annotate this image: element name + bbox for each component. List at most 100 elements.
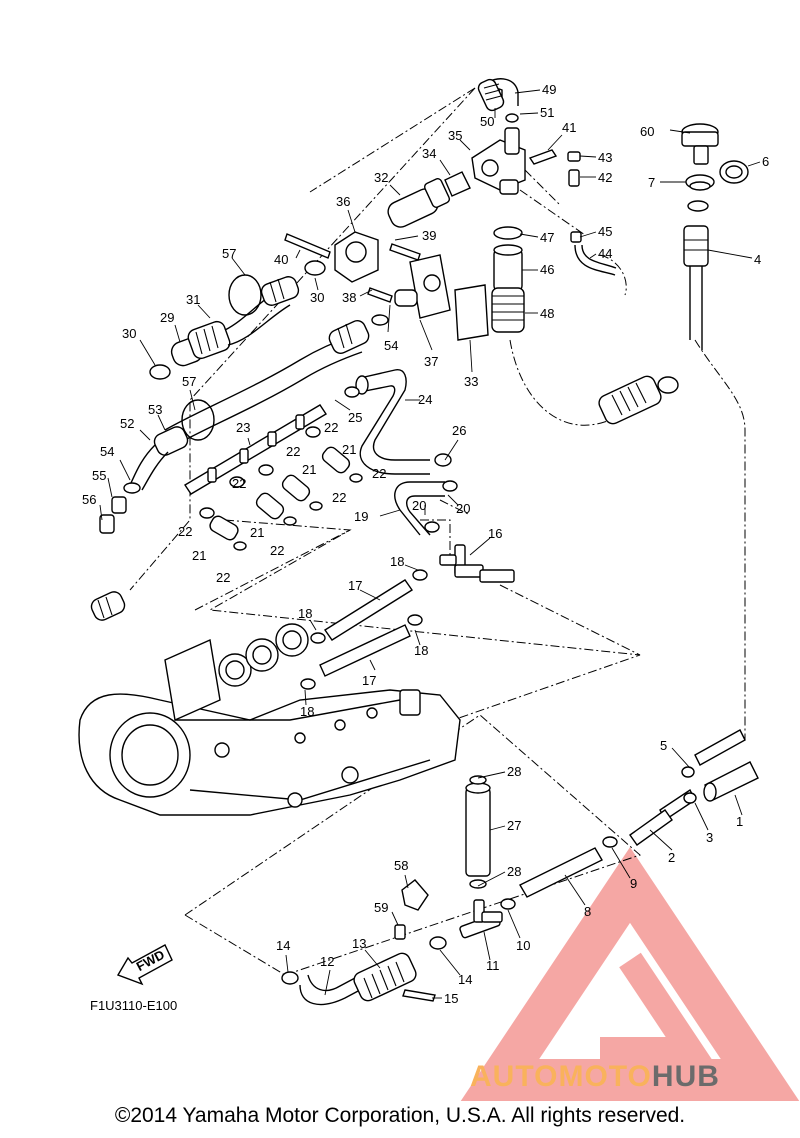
bracket-58 <box>394 879 429 940</box>
callout-38: 38 <box>342 290 356 305</box>
hose-46-48 <box>491 226 525 333</box>
callout-49: 49 <box>542 82 556 97</box>
callout-24: 24 <box>418 392 432 407</box>
callout-22h: 22 <box>216 570 230 585</box>
callout-17: 17 <box>348 578 362 593</box>
callout-58: 58 <box>394 858 408 873</box>
callout-48: 48 <box>540 306 554 321</box>
callout-21b: 21 <box>302 462 316 477</box>
callout-41: 41 <box>562 120 576 135</box>
callout-19: 19 <box>354 509 368 524</box>
hose-44 <box>574 244 616 276</box>
fuel-filler-assembly <box>681 123 749 350</box>
callout-22c: 22 <box>232 476 246 491</box>
callout-39: 39 <box>422 228 436 243</box>
logo-text-dark: HUB <box>651 1060 720 1093</box>
hose-53 <box>90 320 370 621</box>
callout-54: 54 <box>100 444 114 459</box>
callout-3: 3 <box>706 830 713 845</box>
vent-hose-elbow <box>477 78 519 123</box>
callout-22f: 22 <box>178 524 192 539</box>
copyright-notice: ©2014 Yamaha Motor Corporation, U.S.A. A… <box>114 1104 686 1127</box>
intake-manifold <box>78 623 461 816</box>
hose-29-31 <box>170 276 300 367</box>
callout-29: 29 <box>160 310 174 325</box>
callout-21: 21 <box>342 442 356 457</box>
callout-46: 46 <box>540 262 554 277</box>
callout-53: 53 <box>148 402 162 417</box>
callout-8: 8 <box>584 904 591 919</box>
callout-10: 10 <box>516 938 530 953</box>
callout-18: 18 <box>390 554 404 569</box>
callout-4: 4 <box>754 252 761 267</box>
watermark-logo-text: AUTOMOTOHUB <box>470 1060 720 1094</box>
callout-5: 5 <box>660 738 667 753</box>
callout-16: 16 <box>488 526 502 541</box>
screws-41-42-43 <box>528 149 582 243</box>
callout-60: 60 <box>640 124 654 139</box>
callout-14b: 14 <box>458 972 472 987</box>
callout-18d: 18 <box>300 704 314 719</box>
callout-40: 40 <box>274 252 288 267</box>
dashed-outlines <box>129 87 746 976</box>
callout-30b: 30 <box>310 290 324 305</box>
callout-22e: 22 <box>332 490 346 505</box>
callout-52: 52 <box>120 416 134 431</box>
callout-12: 12 <box>320 954 334 969</box>
callout-7: 7 <box>648 175 655 190</box>
callout-20: 20 <box>412 498 426 513</box>
callout-11: 11 <box>486 958 500 973</box>
callout-21d: 21 <box>192 548 206 563</box>
fuel-lines-right <box>500 729 759 910</box>
callout-22b: 22 <box>286 444 300 459</box>
leader-lines <box>99 89 761 999</box>
callout-labels: 1 2 3 4 5 6 7 8 9 10 11 12 13 14 14 15 1… <box>82 82 769 1006</box>
callout-56: 56 <box>82 492 96 507</box>
callout-57b: 57 <box>182 374 196 389</box>
callout-43: 43 <box>598 150 612 165</box>
callout-28: 28 <box>507 764 521 779</box>
callout-23: 23 <box>236 420 250 435</box>
callout-25: 25 <box>348 410 362 425</box>
callout-6: 6 <box>762 154 769 169</box>
callout-42: 42 <box>598 170 612 185</box>
valve-parts-32-37 <box>334 171 489 341</box>
callout-13: 13 <box>352 936 366 951</box>
callout-44: 44 <box>598 246 612 261</box>
callout-22: 22 <box>324 420 338 435</box>
callout-32: 32 <box>374 170 388 185</box>
callout-14: 14 <box>276 938 290 953</box>
callout-22g: 22 <box>270 543 284 558</box>
callout-55: 55 <box>92 468 106 483</box>
fuel-rail-23 <box>184 404 327 495</box>
hose-24 <box>344 369 452 475</box>
callout-17b: 17 <box>362 673 376 688</box>
hoses-21-clamps-22 <box>199 426 363 551</box>
callout-21c: 21 <box>250 525 264 540</box>
t-fitting-11 <box>459 899 503 939</box>
callout-26: 26 <box>452 423 466 438</box>
callout-15: 15 <box>444 991 458 1006</box>
callout-34: 34 <box>422 146 436 161</box>
callout-18b: 18 <box>298 606 312 621</box>
callout-45: 45 <box>598 224 612 239</box>
callout-31: 31 <box>186 292 200 307</box>
callout-35: 35 <box>448 128 462 143</box>
callout-20b: 20 <box>456 501 470 516</box>
hoses-17 <box>300 569 428 690</box>
fwd-arrow: FWD <box>116 944 173 986</box>
callout-27: 27 <box>507 818 521 833</box>
logo-text-accent: AUTOMOTO <box>470 1060 652 1093</box>
callout-36: 36 <box>336 194 350 209</box>
callout-9: 9 <box>630 876 637 891</box>
callout-2: 2 <box>668 850 675 865</box>
callout-59: 59 <box>374 900 388 915</box>
vent-fitting-35 <box>471 127 526 195</box>
callout-51: 51 <box>540 105 554 120</box>
callout-22d: 22 <box>372 466 386 481</box>
clamp-30 <box>149 260 326 380</box>
callout-54b: 54 <box>384 338 398 353</box>
diagram-code: F1U3110-E100 <box>90 998 178 1013</box>
fittings-54-56 <box>99 314 389 534</box>
